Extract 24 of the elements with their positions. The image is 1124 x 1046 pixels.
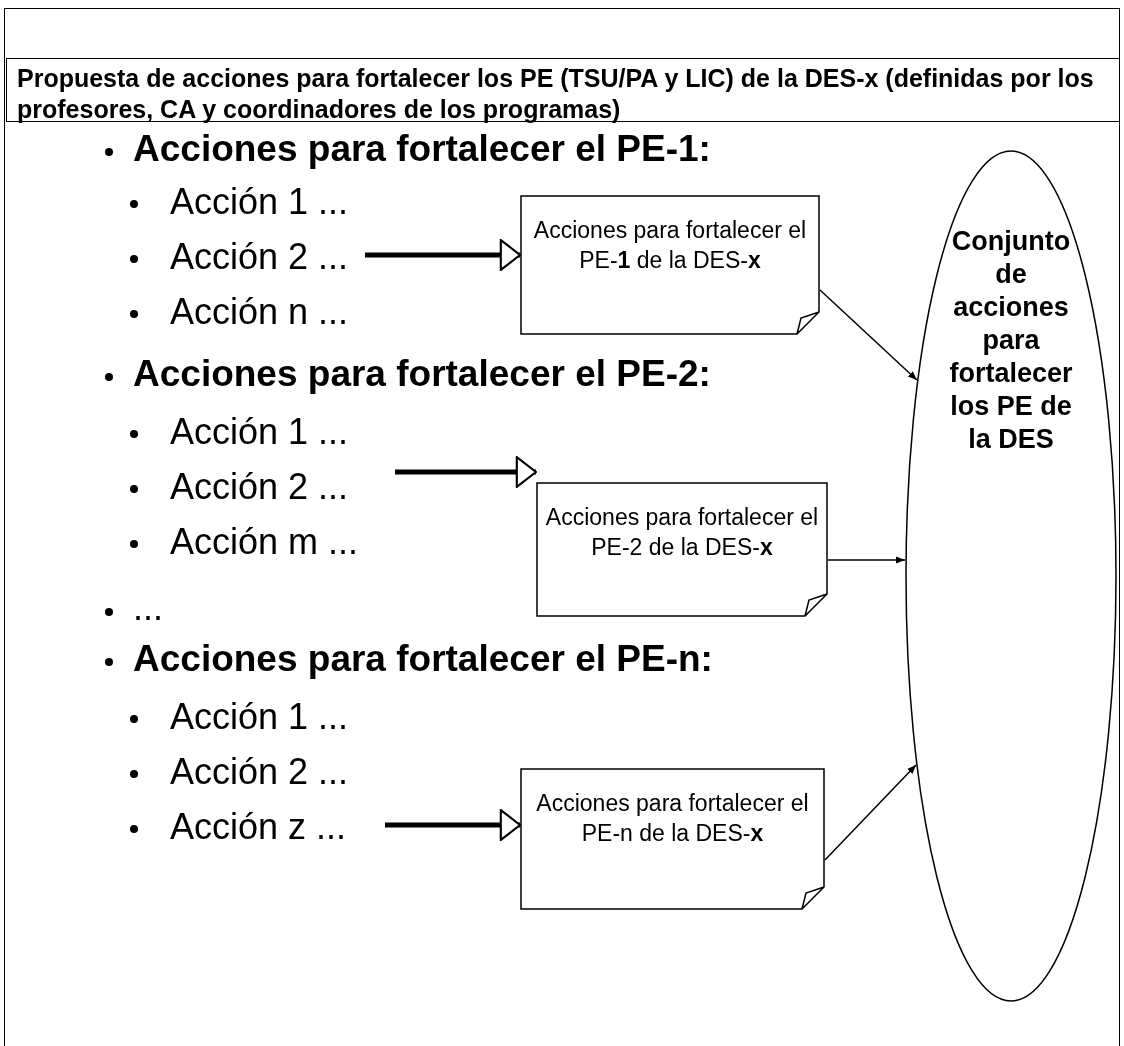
action-item: Acción 1 ... (170, 182, 349, 222)
note-card: Acciones para fortalecer el PE-1 de la DES-x (520, 195, 820, 335)
action-item: Acción m ... (170, 522, 359, 562)
note-card: Acciones para fortalecer el PE-2 de la DES-x (536, 482, 828, 617)
section-heading: Acciones para fortalecer el PE-1: (133, 128, 711, 170)
title-text: Propuesta de acciones para fortalecer los PE (TSU/PA y LIC) de la DES-x (definidas por los profesores, CA y coordinadores de los programas) (6, 58, 1120, 122)
section-heading: Acciones para fortalecer el PE-2: (133, 353, 711, 395)
block-arrow (385, 809, 522, 841)
action-item: Acción n ... (170, 292, 349, 332)
ellipsis-text: ... (133, 588, 163, 628)
arrow (827, 556, 906, 564)
section-heading: Acciones para fortalecer el PE-n: (133, 638, 713, 680)
action-item: Acción 1 ... (170, 697, 349, 737)
action-item: Acción 2 ... (170, 237, 349, 277)
summary-ellipse: Conjunto de acciones para fortalecer los PE de la DES (905, 150, 1117, 1002)
block-arrow (365, 239, 522, 271)
action-item: Acción 2 ... (170, 752, 349, 792)
block-arrow (395, 456, 538, 488)
action-item: Acción z ... (170, 807, 347, 847)
arrow (819, 289, 918, 381)
note-card: Acciones para fortalecer el PE-n de la DES-x (520, 768, 825, 910)
action-item: Acción 2 ... (170, 467, 349, 507)
action-item: Acción 1 ... (170, 412, 349, 452)
arrow (824, 764, 917, 861)
